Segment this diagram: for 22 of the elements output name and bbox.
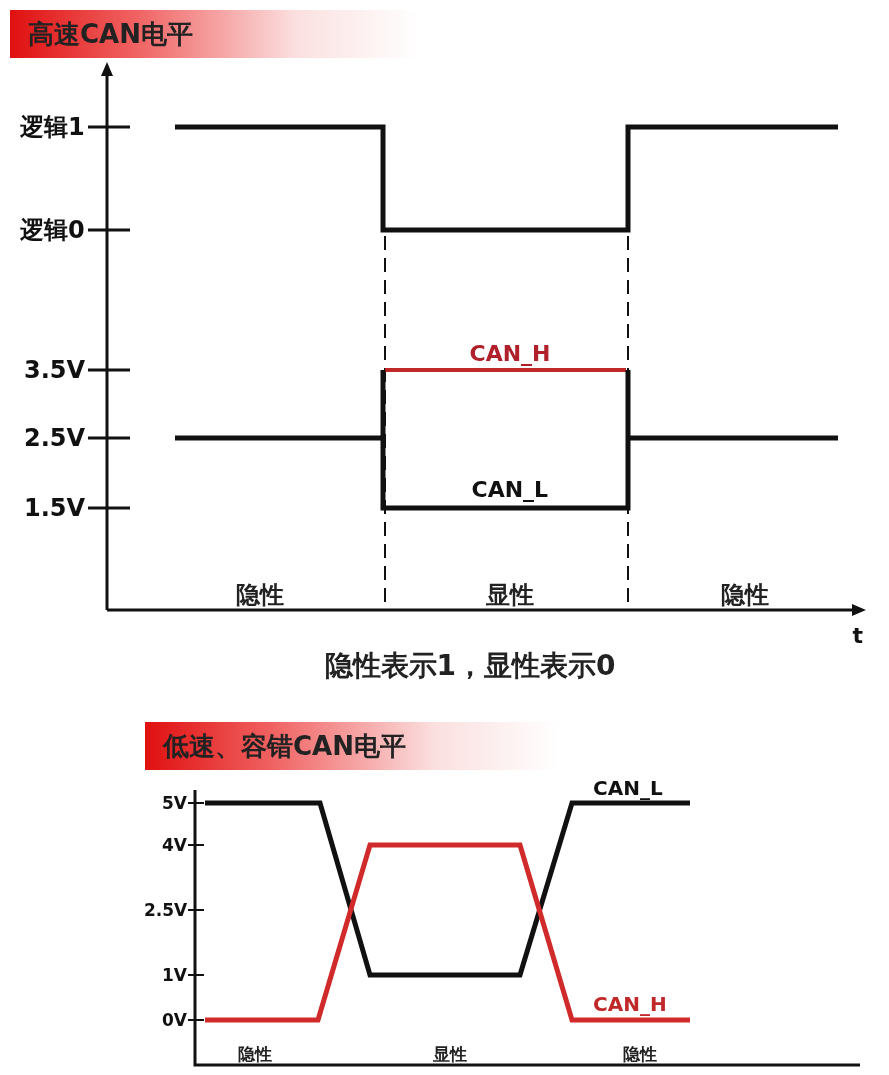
state-label: 隐性 [238, 1045, 272, 1063]
axis-label: 3.5V [24, 358, 86, 382]
caption: 隐性表示1，显性表示0 [324, 652, 616, 680]
axis-label: 2.5V [24, 426, 86, 450]
state-label: 隐性 [236, 583, 284, 607]
state-label: 隐性 [623, 1045, 657, 1063]
axis-label: 4V [162, 836, 187, 854]
state-label: 显性 [486, 583, 534, 607]
axis-label: t [852, 625, 864, 647]
axis-label: 1.5V [24, 496, 86, 520]
signal-label: CAN_L [471, 479, 549, 501]
axis-label: 逻辑0 [20, 218, 85, 242]
axis-label: 2.5V [144, 901, 188, 919]
signal-label: CAN_L [593, 778, 663, 798]
state-label: 隐性 [721, 583, 769, 607]
axis-label: 5V [162, 794, 187, 812]
state-label: 显性 [433, 1045, 467, 1063]
axis-label: 逻辑1 [20, 115, 85, 139]
signal-label: CAN_H [593, 994, 667, 1014]
signal-label: CAN_H [469, 343, 551, 365]
axis-label: 0V [162, 1011, 187, 1029]
axis-label: 1V [162, 966, 187, 984]
